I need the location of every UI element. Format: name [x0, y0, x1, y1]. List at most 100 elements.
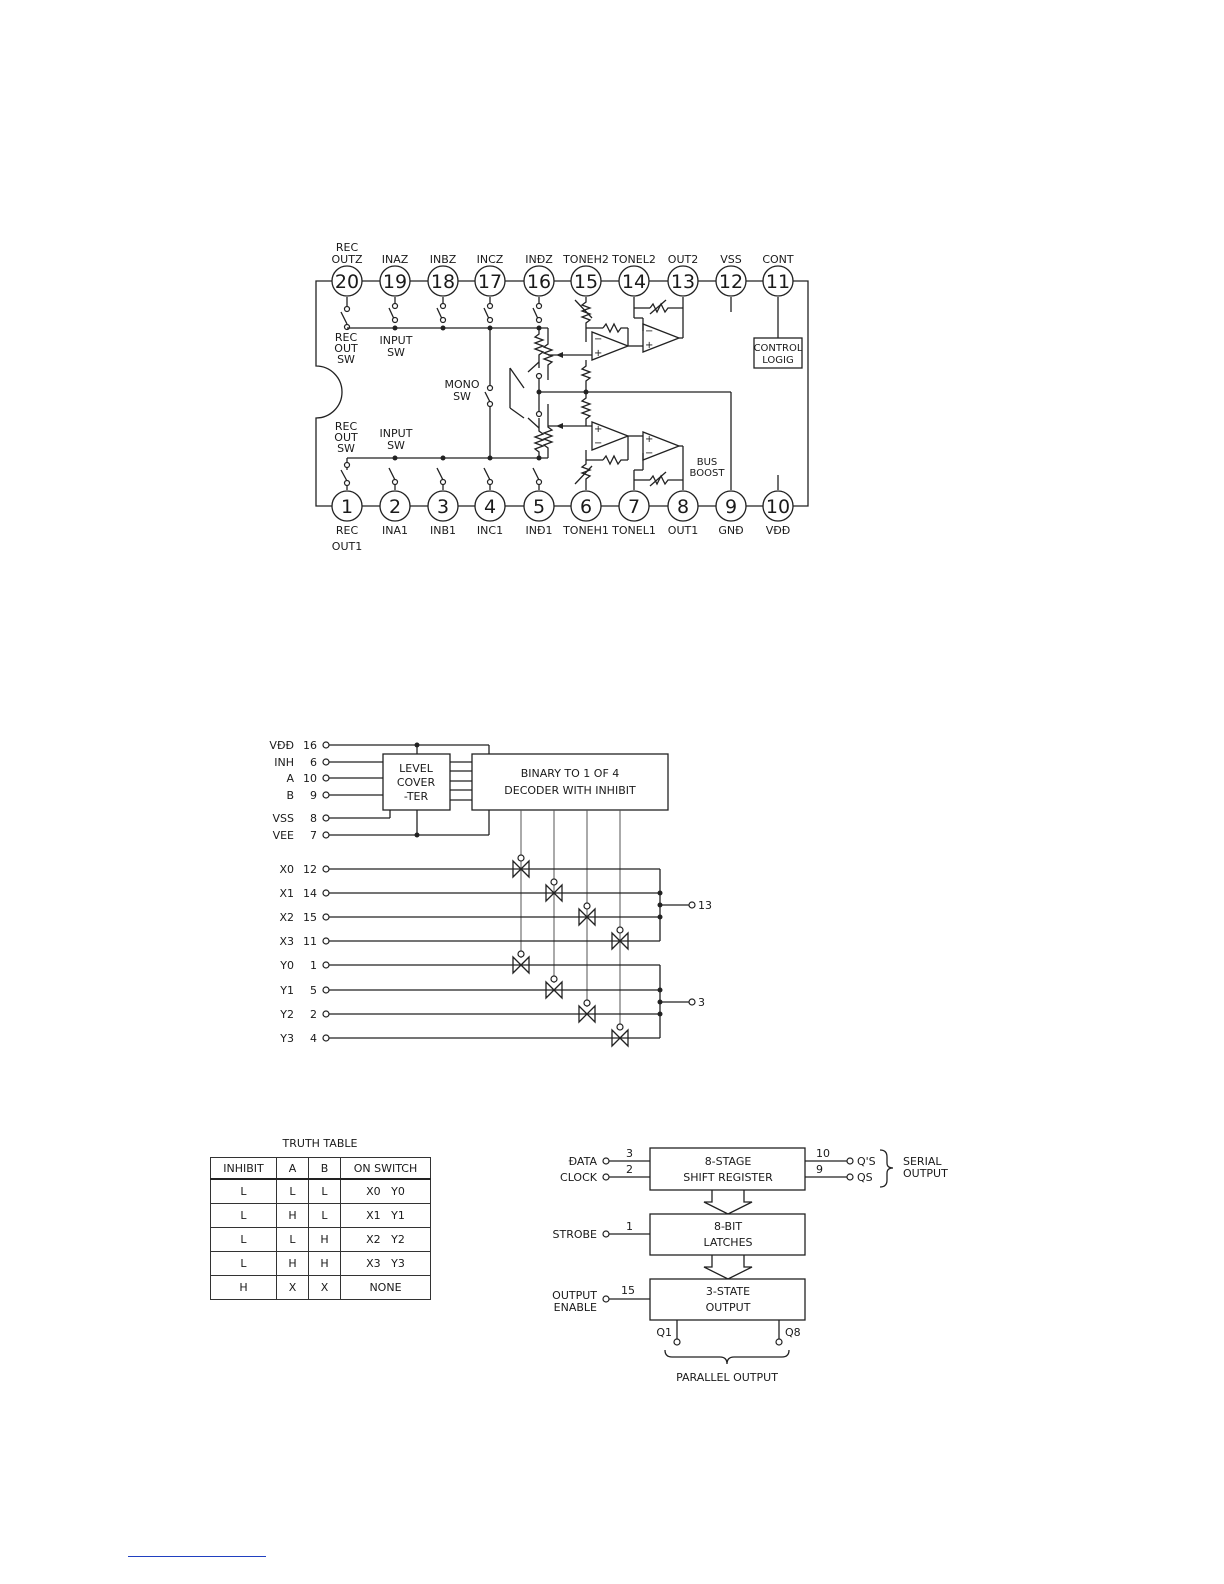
y-channel-num: 1 [310, 959, 317, 972]
input-sw-top-line2: SW [387, 346, 405, 359]
table-cell: X1 Y1 [340, 1203, 431, 1228]
strobe-num: 1 [626, 1220, 633, 1233]
table-cell: L [210, 1178, 277, 1204]
mux-control-pins: VÐÐ 16 INH 6 A 10 B 9 VSS 8 VEE 7 [269, 739, 330, 842]
table-cell: H [308, 1251, 341, 1276]
pin6-label: TONEH1 [562, 524, 609, 537]
table-cell: X3 Y3 [340, 1251, 431, 1276]
serial-output-line2: OUTPUT [903, 1167, 948, 1180]
parallel-output-brace [664, 1349, 790, 1365]
pin-number: 13 [671, 271, 695, 293]
pin-number: 19 [383, 271, 407, 293]
mux-control-wiring [329, 742, 490, 838]
svg-text:−: − [645, 448, 653, 459]
table-cell: L [276, 1227, 309, 1252]
mux-pin-name: INH [274, 756, 294, 769]
pin15-label: TONEH2 [562, 253, 609, 266]
three-state-line2: OUTPUT [706, 1301, 751, 1314]
mux-pin-num: 16 [303, 739, 317, 752]
x-channel-num: 12 [303, 863, 317, 876]
mux-pin-num: 6 [310, 756, 317, 769]
pin-number: 14 [622, 271, 646, 293]
pin7-label: TONEL1 [611, 524, 656, 537]
table-cell: L [308, 1178, 341, 1204]
pin-number: 12 [719, 271, 743, 293]
table-row: L H L X1 Y1 [210, 1203, 431, 1228]
table-cell: H [308, 1227, 341, 1252]
x-channel-name: X2 [279, 911, 294, 924]
pin-number: 1 [341, 496, 353, 518]
mux-pin-num: 7 [310, 829, 317, 842]
pin-number: 7 [628, 496, 640, 518]
pin-number: 3 [437, 496, 449, 518]
pin-number: 17 [478, 271, 502, 293]
mux-pin-num: 9 [310, 789, 317, 802]
rec-out-sw-top-line3: SW [337, 353, 355, 366]
qs-label: QS [857, 1171, 873, 1184]
svg-text:+: + [645, 340, 653, 351]
mux-pin-name: B [286, 789, 294, 802]
top-pins: 20 19 18 17 16 15 14 13 12 11 [331, 265, 794, 297]
truth-table: INHIBIT A B ON SWITCH L L L X0 Y0 L H L … [210, 1157, 431, 1300]
svg-text:−: − [645, 326, 653, 337]
q1-label: Q1 [656, 1326, 672, 1339]
pin-number: 2 [389, 496, 401, 518]
parallel-output-label: PARALLEL OUTPUT [676, 1371, 778, 1384]
table-cell: L [210, 1203, 277, 1228]
table-cell: X2 Y2 [340, 1227, 431, 1252]
input-sw-top-line1: INPUT [380, 334, 413, 347]
decoder-output-lines [520, 810, 621, 1030]
pin9-label: GNÐ [718, 524, 743, 537]
pin3-label: INB1 [430, 524, 456, 537]
header-a: A [276, 1157, 309, 1180]
bus-boost-line2: BOOST [690, 468, 726, 479]
svg-text:−: − [594, 334, 602, 345]
serial-output-brace [879, 1149, 894, 1188]
table-cell: H [276, 1203, 309, 1228]
table-cell: L [210, 1227, 277, 1252]
x-channels: X0 12 X1 14 X2 15 X3 11 13 [279, 854, 712, 951]
level-converter-line1: LEVEL [399, 762, 434, 775]
output-enable-num: 15 [621, 1284, 635, 1297]
level-converter-block: LEVEL COVER -TER [382, 753, 451, 811]
header-b: B [308, 1157, 341, 1180]
mono-sw-line1: MONO [444, 378, 479, 391]
pin-number: 16 [527, 271, 551, 293]
x-common-pin: 13 [698, 899, 712, 912]
table-cell: H [210, 1275, 277, 1300]
ic1-annotations: REC OUT SW INPUT SW MONO SW REC OUT SW I… [334, 331, 725, 479]
level-converter-line3: -TER [404, 790, 429, 803]
y-channel-name: Y3 [279, 1032, 294, 1045]
rec-out-sw-bottom-line1: REC [335, 420, 358, 433]
pin14-label: TONEL2 [611, 253, 656, 266]
control-logic-label-line2: LOGIG [762, 355, 794, 366]
pin12-label: VSS [720, 253, 742, 266]
decoder-line2: DECODER WITH INHIBIT [504, 784, 636, 797]
pin-number: 6 [580, 496, 592, 518]
y-channel-num: 4 [310, 1032, 317, 1045]
level-converter-line2: COVER [397, 776, 436, 789]
output-enable-line1: OUTPUT [552, 1289, 597, 1302]
bus-boost-line1: BUS [697, 457, 718, 468]
bottom-pin-labels: REC OUT1 INA1 INB1 INC1 INÐ1 TONEH1 TONE… [332, 524, 791, 553]
latches-line1: 8-BIT [714, 1220, 742, 1233]
control-logic-label-line1: CONTROL [754, 343, 803, 354]
truth-table-title: TRUTH TABLE [282, 1137, 358, 1150]
pin20-label-line1: REC [336, 241, 359, 254]
y-common-pin: 3 [698, 996, 705, 1009]
qs-num: 9 [816, 1163, 823, 1176]
bus-arrow [703, 1255, 753, 1280]
pin4-label: INC1 [477, 524, 503, 537]
serial-output-line1: SERIAL [903, 1155, 942, 1168]
table-cell: X0 Y0 [340, 1178, 431, 1204]
y-channel-name: Y1 [279, 984, 294, 997]
mono-sw-line2: SW [453, 390, 471, 403]
y-channel-num: 2 [310, 1008, 317, 1021]
x-channel-name: X3 [279, 935, 294, 948]
q8-label: Q8 [785, 1326, 801, 1339]
bus-arrow [703, 1190, 753, 1215]
input-sw-bottom-line1: INPUT [380, 427, 413, 440]
x-channel-name: X0 [279, 863, 294, 876]
pin8-label: OUT1 [668, 524, 698, 537]
pin-number: 8 [677, 496, 689, 518]
